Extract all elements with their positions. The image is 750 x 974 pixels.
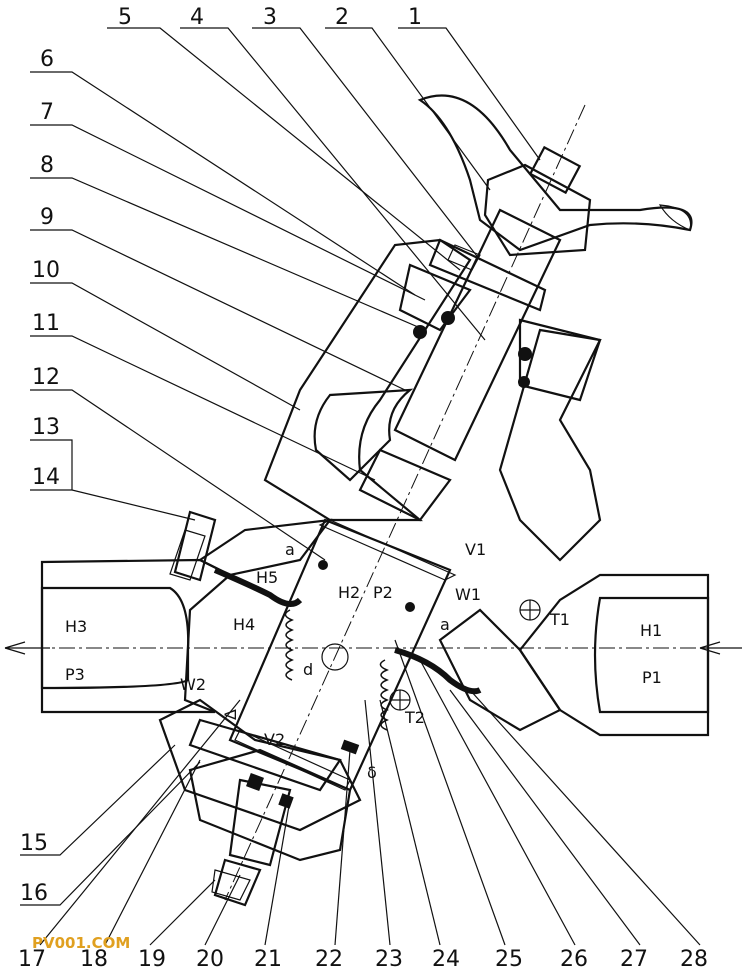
- diaphragms: [213, 567, 482, 695]
- label-w1: W1: [455, 585, 481, 604]
- label-h3: H3: [65, 617, 87, 636]
- watermark: PV001.COM: [32, 934, 130, 952]
- part-28-label: 28: [680, 947, 708, 972]
- zone-labels: H1 P1 T1 H2 P2 V1 W1 H3 P3 H4 H5 W2 T2 V…: [65, 540, 662, 782]
- leader-lines-bottom: [39, 639, 701, 946]
- center-lines: [5, 104, 740, 901]
- part-9-label: 9: [40, 205, 54, 230]
- flow-arrows: [4, 641, 742, 655]
- gland-nut: [358, 263, 602, 522]
- part-numbers-top: 5 4 3 2 1: [118, 5, 422, 30]
- label-t1: T1: [549, 610, 570, 629]
- part-4-label: 4: [190, 5, 204, 30]
- part-14-label: 14: [32, 465, 60, 490]
- label-h2: H2: [338, 583, 360, 602]
- part-23-label: 23: [375, 947, 403, 972]
- part-12-label: 12: [32, 365, 60, 390]
- label-w2: W2: [180, 675, 206, 694]
- part-25-label: 25: [495, 947, 523, 972]
- part-17-label: 17: [18, 947, 46, 972]
- part-26-label: 26: [560, 947, 588, 972]
- label-h1: H1: [640, 621, 662, 640]
- leader-lines-left: [20, 71, 426, 906]
- label-delta-large: Δ: [221, 709, 240, 720]
- lower-plug: [188, 718, 360, 907]
- label-h5: H5: [256, 568, 278, 587]
- leader-lines-top: [107, 27, 541, 341]
- part-18-label: 18: [80, 947, 108, 972]
- part-2-label: 2: [335, 5, 349, 30]
- side-screw: [169, 510, 217, 582]
- label-v1: V1: [465, 540, 486, 559]
- part-8-label: 8: [40, 153, 54, 178]
- valve-stem: [393, 208, 562, 462]
- label-h4: H4: [233, 615, 255, 634]
- label-delta-small: δ: [367, 763, 377, 782]
- temp-symbols: [389, 599, 541, 711]
- part-3-label: 3: [263, 5, 277, 30]
- part-1-label: 1: [408, 5, 422, 30]
- part-20-label: 20: [196, 947, 224, 972]
- part-11-label: 11: [32, 311, 60, 336]
- part-15-label: 15: [20, 831, 48, 856]
- part-numbers-bottom: 17 18 19 20 21 22 23 24 25 26 27 28: [18, 947, 708, 972]
- part-13-label: 13: [32, 415, 60, 440]
- part-19-label: 19: [138, 947, 166, 972]
- part-22-label: 22: [315, 947, 343, 972]
- hand-wheel: [417, 94, 693, 257]
- label-t2: T2: [404, 708, 425, 727]
- label-p2: P2: [373, 583, 393, 602]
- label-p1: P1: [642, 668, 662, 687]
- part-21-label: 21: [254, 947, 282, 972]
- orifice-circle: [321, 643, 349, 671]
- label-p3: P3: [65, 665, 85, 684]
- part-7-label: 7: [40, 100, 54, 125]
- main-piston: [228, 518, 457, 792]
- part-27-label: 27: [620, 947, 648, 972]
- part-10-label: 10: [32, 258, 60, 283]
- part-24-label: 24: [432, 947, 460, 972]
- label-d: d: [303, 660, 313, 679]
- label-a-right: a: [440, 615, 450, 634]
- part-16-label: 16: [20, 881, 48, 906]
- part-6-label: 6: [40, 47, 54, 72]
- part-numbers-left: 6 7 8 9 10 11 12 13 14 15 16: [20, 47, 60, 906]
- label-v2: V2: [264, 730, 285, 749]
- label-a-left: a: [285, 540, 295, 559]
- part-5-label: 5: [118, 5, 132, 30]
